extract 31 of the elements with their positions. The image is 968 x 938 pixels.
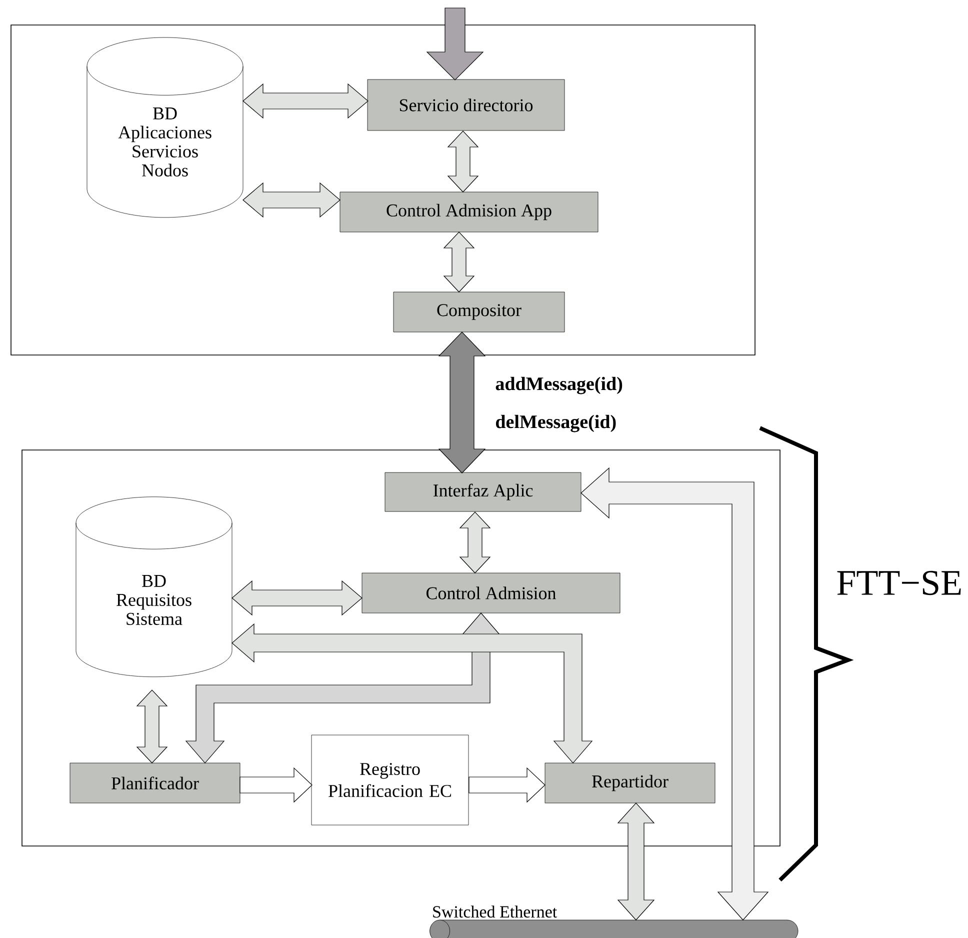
block-arrow [242, 182, 340, 218]
block-arrow [242, 83, 368, 119]
edge-label: addMessage(id) delMessage(id) [496, 376, 622, 432]
system-frame [10, 24, 756, 356]
block-arrow [232, 623, 593, 764]
block-arrow [185, 612, 501, 764]
block-arrow [426, 8, 484, 80]
process-box: Control Admision App [340, 192, 598, 232]
database-cylinder: BD Requisitos Sistema [76, 496, 232, 678]
process-box: Interfaz Aplic [384, 472, 582, 512]
block-arrow [580, 467, 769, 920]
process-box: Repartidor [544, 762, 716, 804]
block-arrow [617, 802, 655, 920]
block-arrow [240, 767, 312, 803]
register-box: Registro Planificacion EC [311, 734, 469, 826]
ethernet-bus: Switched Ethernet [430, 906, 798, 938]
bracket-label: FTT−SE [837, 570, 961, 596]
block-arrow [447, 130, 479, 192]
block-arrow [443, 232, 475, 292]
system-frame [22, 450, 780, 846]
block-arrow [459, 512, 491, 574]
block-arrow [136, 690, 168, 764]
node-label: Switched Ethernet [433, 906, 558, 918]
block-arrow [232, 580, 362, 616]
database-cylinder: BD Aplicaciones Servicios Nodos [86, 37, 244, 218]
process-box: Control Admision [362, 572, 620, 614]
process-box: Planificador [70, 762, 240, 804]
block-arrow [438, 332, 486, 474]
block-arrow [468, 767, 546, 803]
process-box: Compositor [393, 292, 565, 332]
process-box: Servicio directorio [367, 79, 565, 131]
